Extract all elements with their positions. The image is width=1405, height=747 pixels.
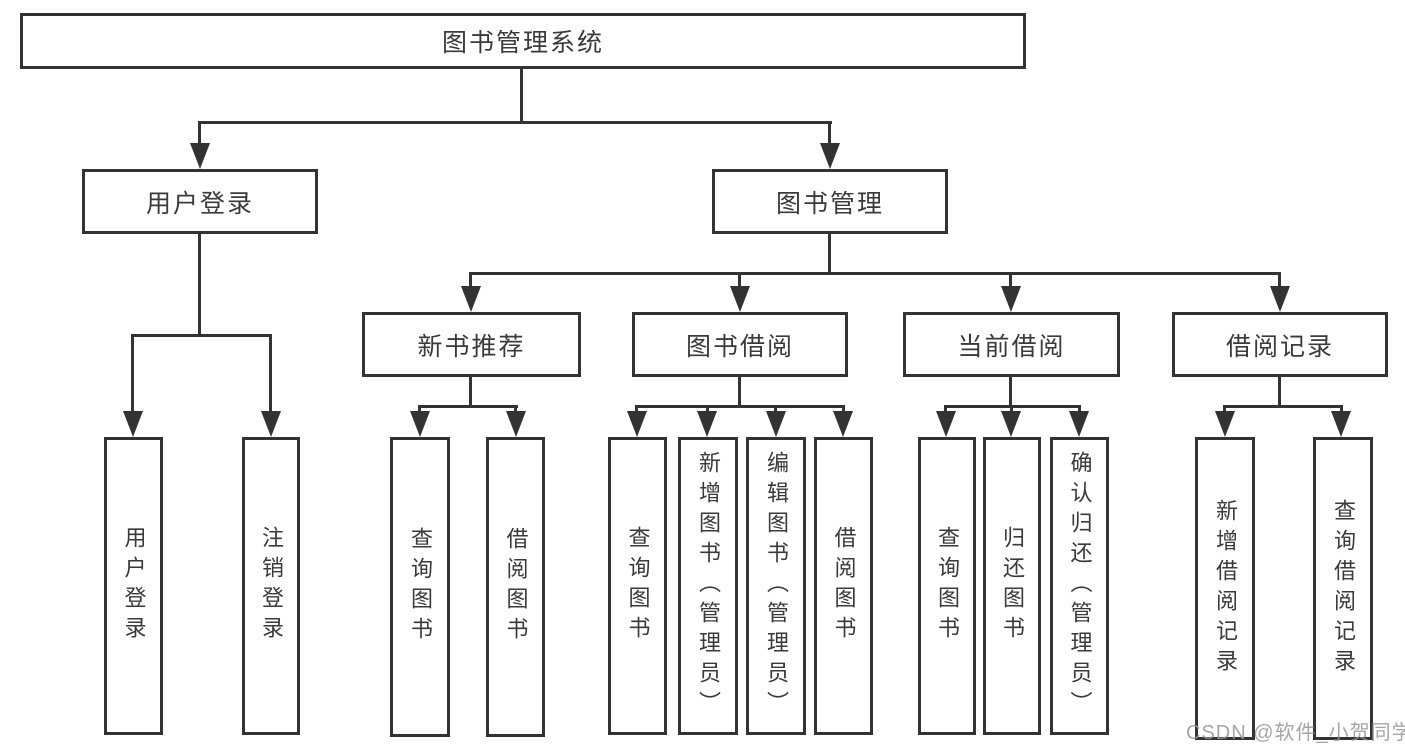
node-current-confirm-return-admin-label: 确认归还（管理员）	[1067, 451, 1093, 721]
node-record-add-borrow-record: 新增借阅记录	[1195, 437, 1255, 740]
connector-line	[1278, 376, 1281, 408]
connector-line	[828, 233, 831, 275]
node-logout-label: 注销登录	[259, 526, 284, 646]
node-borrow-add-book-admin: 新增图书（管理员）	[678, 437, 738, 735]
node-new-book-recommend: 新书推荐	[362, 312, 581, 377]
node-book-borrow: 图书借阅	[632, 312, 848, 377]
connector-line	[469, 272, 472, 290]
arrow-down-icon	[730, 286, 750, 312]
node-login-label: 用户登录	[121, 526, 147, 646]
connector-line	[635, 405, 845, 408]
node-logout: 注销登录	[242, 437, 300, 735]
arrow-down-icon	[627, 411, 647, 437]
arrow-down-icon	[1331, 411, 1351, 437]
csdn-watermark: CSDN @软件_小贺同学	[1186, 722, 1405, 744]
arrow-down-icon	[1069, 411, 1089, 437]
node-current-query-book-label: 查询图书	[935, 526, 960, 646]
arrow-down-icon	[461, 286, 481, 312]
node-borrow-borrow-book: 借阅图书	[814, 437, 873, 735]
node-current-confirm-return-admin: 确认归还（管理员）	[1050, 437, 1109, 735]
node-current-return-book-label: 归还图书	[1000, 526, 1025, 646]
node-record-query-borrow-record: 查询借阅记录	[1313, 437, 1373, 740]
arrow-down-icon	[1001, 411, 1021, 437]
arrow-down-icon	[936, 411, 956, 437]
node-root: 图书管理系统	[20, 13, 1026, 69]
node-current-query-book: 查询图书	[918, 437, 976, 735]
connector-line	[469, 376, 472, 408]
connector-line	[1223, 405, 1343, 408]
connector-line	[198, 121, 201, 149]
node-book-management: 图书管理	[712, 169, 948, 234]
node-current-borrow: 当前借阅	[903, 312, 1120, 377]
node-recommend-borrow-book: 借阅图书	[486, 437, 545, 737]
arrow-down-icon	[1215, 411, 1235, 437]
arrow-down-icon	[261, 411, 281, 437]
node-recommend-query-book: 查询图书	[390, 437, 450, 737]
node-borrow-edit-book-admin-label: 编辑图书（管理员）	[764, 451, 789, 721]
connector-line	[1278, 272, 1281, 290]
arrow-down-icon	[506, 411, 526, 437]
connector-line	[418, 405, 518, 408]
node-record-add-borrow-record-label: 新增借阅记录	[1213, 498, 1238, 679]
connector-line	[828, 121, 831, 149]
connector-line	[131, 334, 272, 337]
arrow-down-icon	[410, 411, 430, 437]
connector-line	[198, 121, 832, 124]
node-user-login: 用户登录	[82, 169, 318, 234]
arrow-down-icon	[123, 411, 143, 437]
connector-line	[469, 272, 1281, 275]
node-borrow-record: 借阅记录	[1172, 312, 1388, 377]
connector-line	[738, 376, 741, 408]
node-borrow-edit-book-admin: 编辑图书（管理员）	[746, 437, 806, 735]
connector-line	[269, 334, 272, 414]
connector-line	[198, 233, 201, 337]
node-recommend-borrow-book-label: 借阅图书	[503, 527, 529, 647]
node-login: 用户登录	[104, 437, 163, 735]
connector-line	[1009, 376, 1012, 408]
node-borrow-borrow-book-label: 借阅图书	[831, 526, 857, 646]
arrow-down-icon	[1270, 286, 1290, 312]
arrow-down-icon	[833, 411, 853, 437]
arrow-down-icon	[697, 411, 717, 437]
node-borrow-add-book-admin-label: 新增图书（管理员）	[696, 451, 721, 721]
arrow-down-icon	[1001, 286, 1021, 312]
node-borrow-query-book-label: 查询图书	[625, 526, 651, 646]
arrow-down-icon	[820, 143, 840, 169]
connector-line	[738, 272, 741, 290]
arrow-down-icon	[766, 411, 786, 437]
node-current-return-book: 归还图书	[983, 437, 1041, 735]
connector-line	[520, 68, 523, 124]
node-record-query-borrow-record-label: 查询借阅记录	[1331, 498, 1356, 679]
node-borrow-query-book: 查询图书	[608, 437, 667, 735]
node-recommend-query-book-label: 查询图书	[408, 527, 433, 647]
connector-line	[131, 334, 134, 414]
connector-line	[1009, 272, 1012, 290]
arrow-down-icon	[190, 143, 210, 169]
